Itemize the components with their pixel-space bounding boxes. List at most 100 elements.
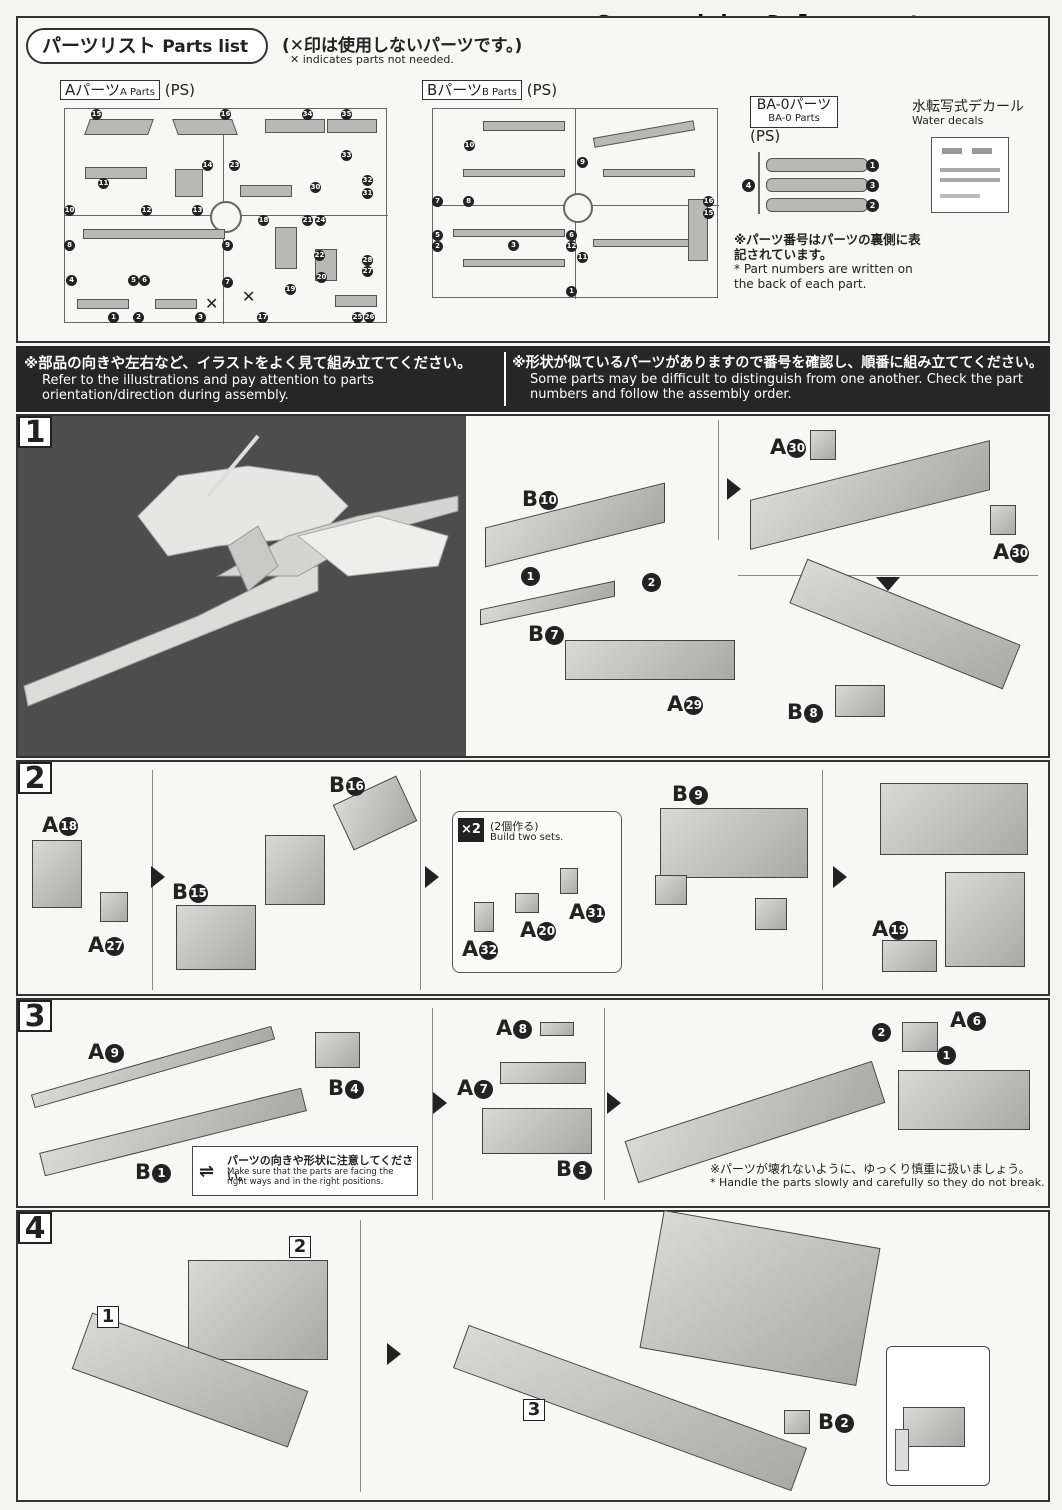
- runner-b-label-en: B Parts: [482, 87, 517, 98]
- arrow-step-2-marker: 2: [642, 573, 661, 592]
- runner-b-num: 5: [432, 230, 443, 241]
- runner-a-num: 26: [364, 312, 375, 323]
- runner-b-num: 15: [703, 208, 714, 219]
- runner-ba0-material: (PS): [750, 127, 781, 145]
- runner-b-num: 7: [432, 196, 443, 207]
- part-a8: [540, 1022, 574, 1036]
- warning-right-en: Some parts may be difficult to distingui…: [530, 372, 1023, 402]
- caution-en: Make sure that the parts are facing the …: [227, 1167, 394, 1187]
- runner-a-num: 34: [302, 109, 313, 120]
- runner-a-num: 20: [316, 272, 327, 283]
- handle-note-jp: ※パーツが壊れないように、ゆっくり慎重に扱いましょう。: [710, 1162, 1031, 1176]
- part-b15: [176, 905, 256, 970]
- warning-right-jp: ※形状が似ているパーツがありますので番号を確認し、順番に組み立ててください。: [512, 355, 1043, 371]
- runner-a-num: 32: [362, 175, 373, 186]
- parts-list-title-en: Parts list: [162, 37, 249, 57]
- runner-a-num: 18: [258, 215, 269, 226]
- x2-note-jp: (2個作る): [490, 820, 539, 833]
- runner-a-num: 14: [202, 160, 213, 171]
- decal-sheet-image: [931, 137, 1009, 213]
- runner-a-num: 12: [141, 205, 152, 216]
- runner-a-num: 11: [98, 178, 109, 189]
- warning-left-en: Refer to the illustrations and pay atten…: [42, 373, 374, 403]
- part-a27: [100, 892, 128, 922]
- part-number-note-jp: ※パーツ番号はパーツの裏側に表記されています。: [734, 232, 921, 262]
- part-b2: [784, 1410, 810, 1434]
- runner-a-label: AパーツA Parts (PS): [60, 79, 195, 100]
- runner-a-num: 27: [362, 266, 373, 277]
- runner-a-num: 16: [220, 109, 231, 120]
- runner-a-num: 7: [222, 277, 233, 288]
- next-arrow-icon: [433, 1092, 447, 1114]
- runner-b-label: BパーツB Parts (PS): [422, 79, 557, 100]
- runner-b-num: 6: [566, 230, 577, 241]
- runner-b-num: 3: [508, 240, 519, 251]
- runner-ba0-label: BA-0パーツ BA-0 Parts: [750, 96, 838, 128]
- part-a18: [32, 840, 82, 908]
- step-4-number: 4: [18, 1212, 52, 1244]
- next-arrow-icon: [425, 866, 439, 888]
- next-arrow-icon: [151, 866, 165, 888]
- subassembly-left: [655, 875, 687, 905]
- runner-a-num: 4: [66, 275, 77, 286]
- part-b3: [482, 1108, 592, 1154]
- part-a32: [474, 902, 494, 932]
- runner-b-num: 11: [577, 252, 588, 263]
- unused-parts-note-en: ✕ indicates parts not needed.: [290, 53, 454, 66]
- runner-b-num: 2: [432, 241, 443, 252]
- ref-step-2: 2: [289, 1236, 311, 1258]
- part-a20: [515, 893, 539, 913]
- runner-a-num: 28: [362, 255, 373, 266]
- ref-step-1: 1: [97, 1306, 119, 1328]
- runner-ba0-num: 2: [866, 199, 879, 212]
- assembly-2b: [880, 783, 1028, 855]
- runner-a-label-jp: Aパーツ: [65, 81, 120, 99]
- runner-a-num: 23: [229, 160, 240, 171]
- x2-note-en: Build two sets.: [490, 832, 564, 843]
- part-number-note: ※パーツ番号はパーツの裏側に表記されています。 * Part numbers a…: [734, 232, 924, 292]
- runner-a-material: (PS): [164, 81, 196, 99]
- decal-label-jp: 水転写式デカール: [912, 99, 1024, 115]
- runner-b-num: 16: [703, 196, 714, 207]
- unused-mark-icon: ✕: [242, 287, 256, 306]
- runner-a-num: 2: [133, 312, 144, 323]
- runner-a-label-en: A Parts: [119, 87, 155, 98]
- part-number-note-en: * Part numbers are written on the back o…: [734, 262, 913, 291]
- runner-a-num: 1: [108, 312, 119, 323]
- step-3-number: 3: [18, 1000, 52, 1032]
- runner-a-num: 33: [341, 150, 352, 161]
- orientation-caution-box: ⇌ パーツの向きや形状に注意してください。 Make sure that the…: [192, 1146, 418, 1196]
- runner-a-num: 19: [285, 284, 296, 295]
- x2-badge: ×2: [458, 818, 484, 842]
- runner-b-label-jp: Bパーツ: [427, 81, 482, 99]
- arrow-step-1-marker: 1: [521, 567, 540, 586]
- runner-a-num: 22: [314, 250, 325, 261]
- subassembly-right: [755, 898, 787, 930]
- runner-ba0-num: 1: [866, 159, 879, 172]
- runner-a-num: 8: [64, 240, 75, 251]
- assembly-2a: [265, 835, 325, 905]
- runner-a-num: 31: [362, 188, 373, 199]
- step-2-number: 2: [18, 762, 52, 794]
- runner-b-material: (PS): [526, 81, 558, 99]
- runner-a-num: 6: [139, 275, 150, 286]
- part-b9: [660, 808, 808, 878]
- completed-weapon-image: [23, 434, 459, 707]
- runner-a-num: 24: [315, 215, 326, 226]
- decal-label: 水転写式デカール Water decals: [912, 100, 1024, 128]
- part-a31: [560, 868, 578, 894]
